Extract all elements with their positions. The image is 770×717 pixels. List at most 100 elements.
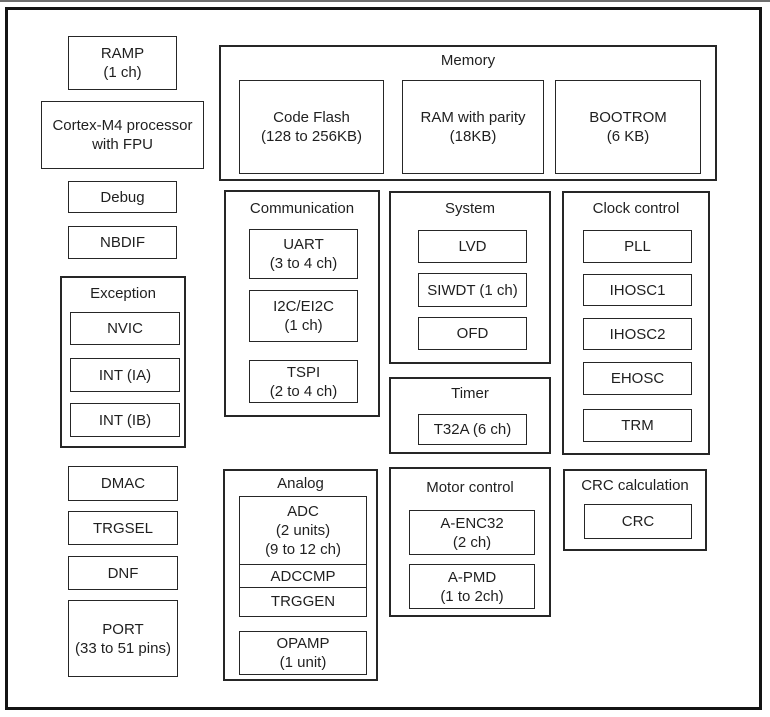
block-debug: Debug [68,181,177,213]
block-label-line: NVIC [107,320,143,337]
block-label-line: TRGSEL [92,519,153,537]
group-system: System LVD SIWDT (1 ch) OFD [389,191,551,364]
block-cortex-m4-processor: Cortex-M4 processor with FPU [41,101,204,169]
block-dmac: DMAC [68,466,178,501]
block-siwdt: SIWDT (1 ch) [418,273,527,307]
block-ihosc2: IHOSC2 [583,318,692,350]
block-lvd: LVD [418,230,527,263]
block-a-enc32: A-ENC32 (2 ch) [409,510,535,555]
group-communication: Communication UART (3 to 4 ch) I2C/EI2C … [224,190,380,417]
group-motor-control: Motor control A-ENC32 (2 ch) A-PMD (1 to… [389,467,551,617]
block-label-line: Debug [100,188,145,206]
diagram-outer-frame [5,7,762,710]
block-label-line: T32A (6 ch) [433,421,512,438]
block-bootrom: BOOTROM (6 KB) [555,80,701,174]
group-title: Exception [90,285,156,302]
block-label-line: I2C/EI2C [273,298,334,315]
block-code-flash: Code Flash (128 to 256KB) [239,80,384,174]
block-label-line: IHOSC1 [609,281,666,299]
block-label-line: A-PMD [447,568,497,586]
group-exception: Exception NVIC INT (IA) INT (IB) [60,276,186,448]
group-crc-calculation: CRC calculation CRC [563,469,707,551]
group-title: Motor control [426,479,514,496]
block-label-line: SIWDT (1 ch) [427,281,518,299]
block-port: PORT (33 to 51 pins) [68,600,178,677]
block-label-line: TRGGEN [270,593,336,610]
block-label-line: A-ENC32 [440,514,504,532]
block-label-line: (6 KB) [606,128,650,145]
block-pll: PLL [583,230,692,263]
block-ram-with-parity: RAM with parity (18KB) [402,80,544,174]
block-label-line: TRM [621,417,654,434]
block-label-line: Code Flash [273,109,350,126]
block-label-line: PLL [624,238,651,255]
block-label-line: ADCCMP [270,567,336,585]
group-analog: Analog ADC (2 units) (9 to 12 ch) ADCCMP… [223,469,378,681]
block-ihosc1: IHOSC1 [583,274,692,306]
block-ehosc: EHOSC [583,362,692,395]
block-crc: CRC [584,504,692,539]
group-title: Communication [249,200,355,217]
block-label-line: (1 to 2ch) [440,587,504,605]
group-title: Memory [440,52,496,69]
block-int-ia: INT (IA) [70,358,180,392]
group-title: System [444,200,495,217]
block-label-line: (18KB) [449,128,497,145]
block-t32a: T32A (6 ch) [418,414,527,445]
page-top-rule [0,0,770,2]
group-title: CRC calculation [581,477,689,494]
block-label-line: with FPU [92,136,153,153]
block-label-line: RAM with parity [420,109,526,126]
group-title: Analog [277,475,324,492]
group-timer: Timer T32A (6 ch) [389,377,551,454]
group-title: Timer [451,385,489,402]
block-label-line: (33 to 51 pins) [75,639,171,657]
block-dnf: DNF [68,556,178,590]
block-label-line: (2 ch) [452,533,492,551]
block-tspi: TSPI (2 to 4 ch) [249,360,358,403]
group-memory: Memory Code Flash (128 to 256KB) RAM wit… [219,45,717,181]
block-ofd: OFD [418,317,527,350]
block-label-line: (1 ch) [103,64,142,81]
block-trgsel: TRGSEL [68,511,178,545]
block-label-line: INT (IB) [98,411,152,429]
block-a-pmd: A-PMD (1 to 2ch) [409,564,535,609]
block-label-line: IHOSC2 [609,325,666,343]
block-label-line: RAMP [100,45,145,62]
block-label-line: ADC [287,503,319,520]
block-i2c-ei2c: I2C/EI2C (1 ch) [249,290,358,342]
block-label-line: (128 to 256KB) [261,128,362,145]
block-adccmp: ADCCMP [240,565,366,588]
block-opamp: OPAMP (1 unit) [239,631,367,675]
block-nvic: NVIC [70,312,180,345]
block-label-line: DMAC [100,475,146,492]
block-label-line: DNF [107,564,139,582]
block-label-line: OFD [456,325,489,342]
block-nbdif: NBDIF [68,226,177,259]
block-label-line: EHOSC [610,370,665,387]
block-label-line: (2 units) [275,522,331,539]
block-label-line: PORT [102,620,144,638]
block-label-line: UART [283,236,324,253]
block-ramp: RAMP (1 ch) [68,36,177,90]
group-clock-control: Clock control PLL IHOSC1 IHOSC2 EHOSC TR… [562,191,710,455]
block-adc-stack: ADC (2 units) (9 to 12 ch) ADCCMP TRGGEN [239,496,367,617]
block-label-line: INT (IA) [98,366,152,384]
block-label-line: TSPI [286,363,321,381]
block-label-line: (3 to 4 ch) [269,255,338,272]
block-label-line: Cortex-M4 processor [52,117,193,134]
block-label-line: NBDIF [100,234,145,251]
block-label-line: LVD [458,238,487,255]
block-label-line: CRC [621,513,655,530]
group-title: Clock control [592,200,680,217]
block-trggen: TRGGEN [240,588,366,615]
block-label-line: (9 to 12 ch) [265,541,341,558]
block-trm: TRM [583,409,692,442]
block-label-line: (1 ch) [284,317,323,334]
block-int-ib: INT (IB) [70,403,180,437]
block-label-line: OPAMP [276,635,330,652]
block-label-line: (2 to 4 ch) [269,382,338,400]
block-uart: UART (3 to 4 ch) [249,229,358,279]
block-label-line: (1 unit) [279,654,327,671]
